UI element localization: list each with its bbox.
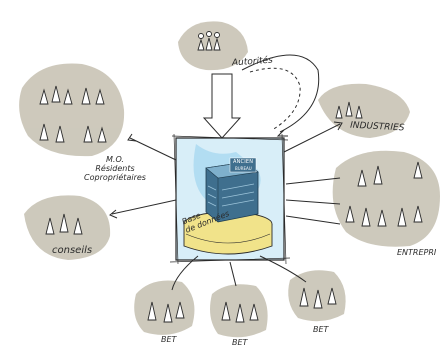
label-moa-line3: Copropriétaires <box>80 174 150 183</box>
arrow-entreprises-2 <box>286 200 340 204</box>
label-bet-left: BET <box>161 336 176 344</box>
label-entreprises: ENTREPRI <box>397 249 436 257</box>
center-hub <box>170 134 290 264</box>
label-conseils: conseils <box>52 246 92 256</box>
arrow-entreprises-1 <box>286 178 340 184</box>
arrow-autorites-loop-head <box>278 130 288 136</box>
label-moa: M.O. Résidents Copropriétaires <box>80 156 150 182</box>
arrow-industries <box>284 124 340 152</box>
building-sign-text: ANCIEN <box>233 160 253 165</box>
arrow-autorites-dashed <box>250 68 300 130</box>
arrow-entreprises-3 <box>286 216 340 224</box>
arrow-bet-middle <box>230 262 236 286</box>
head <box>215 33 220 38</box>
wash-entreprises <box>333 151 440 247</box>
building-sign-text-2: BUREAU <box>235 167 252 171</box>
label-bet-middle: BET <box>232 339 247 347</box>
arrow-autorites-in <box>204 74 240 138</box>
figures-autorites <box>198 38 220 50</box>
wash-bet-left <box>134 281 194 335</box>
head <box>199 34 204 39</box>
arrow-conseils <box>112 200 176 214</box>
head <box>207 32 212 37</box>
label-bet-right: BET <box>313 326 328 334</box>
wash-moa <box>19 64 124 157</box>
